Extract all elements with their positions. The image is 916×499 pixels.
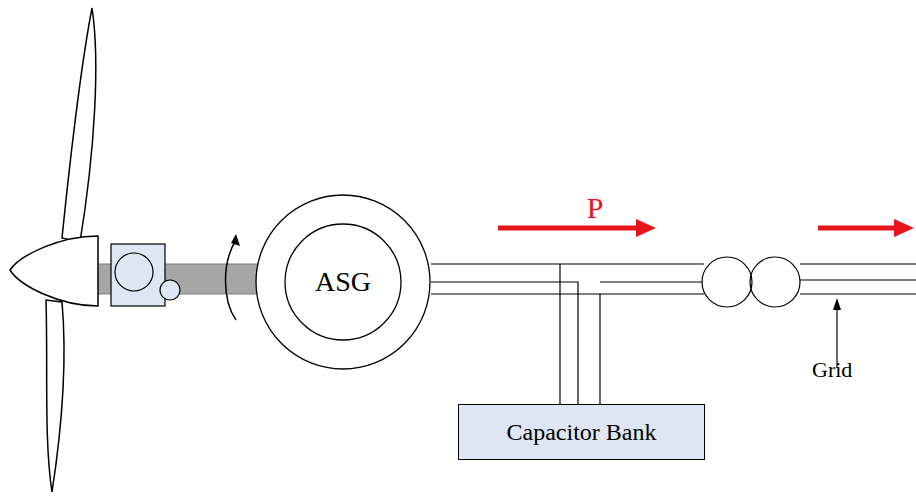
transformer-winding bbox=[702, 257, 752, 307]
bus-line bbox=[600, 281, 704, 282]
grid-line bbox=[800, 293, 916, 294]
transformer-winding bbox=[750, 257, 800, 307]
generator-label: ASG bbox=[315, 266, 371, 298]
cap-wire bbox=[599, 294, 600, 404]
rotation-arrowhead bbox=[231, 234, 240, 246]
power-arrowhead bbox=[894, 219, 914, 237]
equipment-box: Capacitor Bank bbox=[458, 404, 705, 460]
turbine-blade bbox=[62, 8, 96, 242]
leader-arrowhead bbox=[833, 298, 841, 310]
hub bbox=[10, 236, 98, 306]
grid-line bbox=[800, 279, 916, 280]
bus-line bbox=[431, 293, 704, 294]
generator-ring bbox=[285, 224, 401, 340]
gear bbox=[160, 280, 180, 300]
power-arrow bbox=[818, 226, 898, 231]
power-arrow bbox=[498, 226, 640, 231]
power-arrowhead bbox=[636, 219, 656, 237]
generator-circle: ASG bbox=[255, 194, 431, 370]
power-label: P bbox=[587, 191, 604, 225]
cap-wire bbox=[559, 264, 560, 404]
gearbox bbox=[111, 244, 165, 306]
bus-connector bbox=[431, 282, 578, 404]
grid-label: Grid bbox=[812, 357, 852, 383]
grid-line bbox=[800, 263, 916, 264]
box-label: Capacitor Bank bbox=[507, 419, 657, 446]
bus-line bbox=[431, 263, 704, 264]
generator-ring bbox=[256, 195, 430, 369]
rotation-arrow bbox=[226, 240, 237, 320]
gear bbox=[115, 253, 153, 291]
turbine-blade bbox=[46, 300, 64, 492]
